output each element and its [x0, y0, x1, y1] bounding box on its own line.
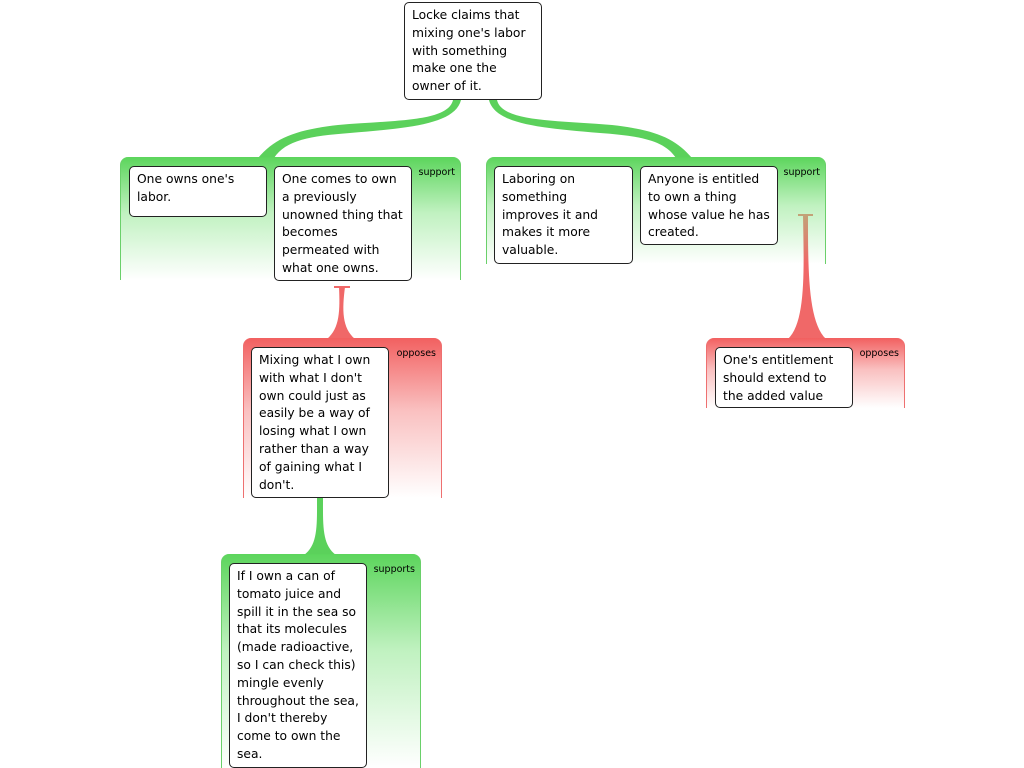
support-group-left-label: support [418, 167, 455, 178]
support-link-right [489, 100, 692, 158]
premise-entitled[interactable]: Anyone is entitled to own a thing whose … [640, 166, 778, 245]
oppose-link-2 [788, 215, 826, 339]
oppose-group-1-label: opposes [396, 348, 436, 359]
support-group-example-label: supports [373, 564, 415, 575]
oppose-group-2-label: opposes [859, 348, 899, 359]
oppose-link-1 [327, 287, 355, 339]
premise-owns-labor[interactable]: One owns one's labor. [129, 166, 267, 217]
premise-permeated[interactable]: One comes to own a previously unowned th… [274, 166, 412, 281]
support-group-right-label: support [783, 167, 820, 178]
support-link-3 [304, 498, 336, 555]
support-link-left [258, 100, 461, 158]
objection-added-value[interactable]: One's entitlement should extend to the a… [715, 347, 853, 408]
example-tomato-juice[interactable]: If I own a can of tomato juice and spill… [229, 563, 367, 768]
claim-box[interactable]: Locke claims that mixing one's labor wit… [404, 2, 542, 100]
objection-losing[interactable]: Mixing what I own with what I don't own … [251, 347, 389, 498]
premise-improves[interactable]: Laboring on something improves it and ma… [494, 166, 633, 264]
